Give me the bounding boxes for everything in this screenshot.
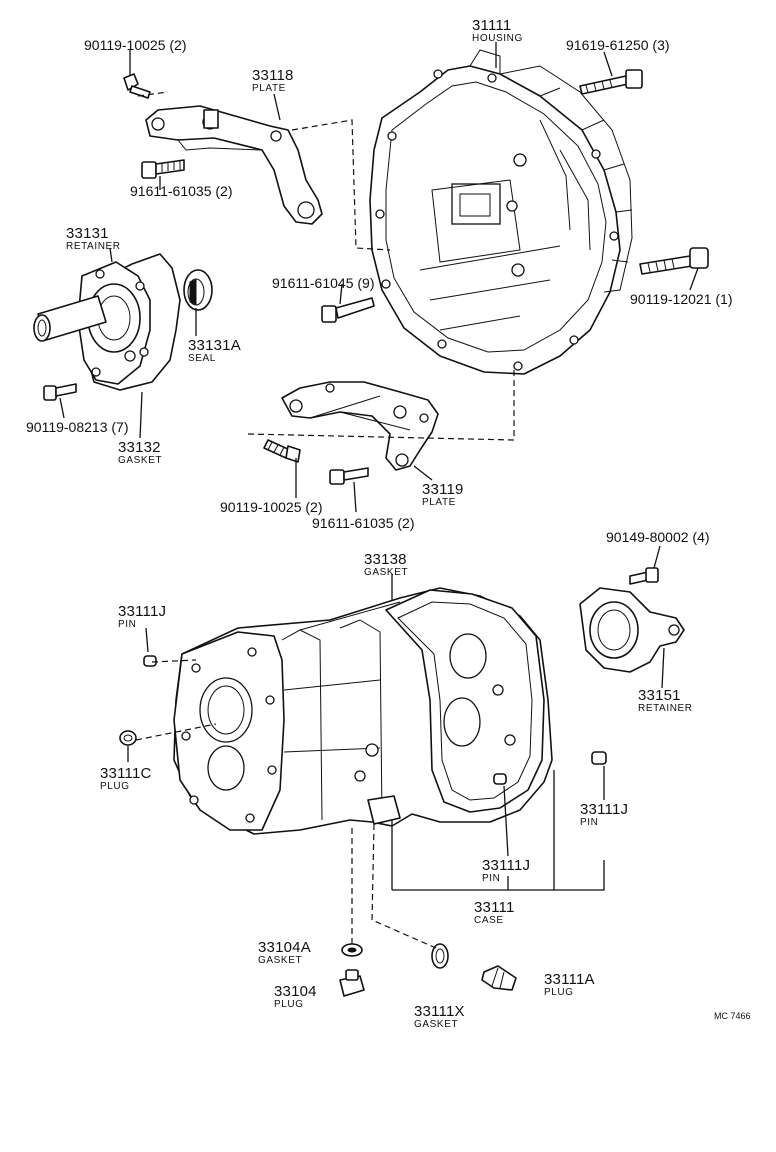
part-number: 33104A [258, 939, 311, 956]
label-bolt-91611-61045: 91611-61045 (9) [272, 275, 375, 291]
pin-33111J-left-drawing [143, 655, 157, 667]
part-name: RETAINER [638, 703, 693, 714]
part-name: GASKET [118, 455, 163, 466]
retainer-33151-drawing [579, 587, 685, 673]
part-name: RETAINER [66, 241, 121, 252]
label-seal-33131A: 33131A SEAL [188, 338, 241, 364]
part-number: 33111C [100, 765, 152, 782]
label-pin-33111J-center: 33111J PIN [482, 858, 530, 884]
part-number: 33104 [274, 983, 317, 1000]
label-bolt-90119-08213: 90119-08213 (7) [26, 419, 129, 435]
part-name: PLUG [544, 987, 574, 998]
gasket-33111X-drawing [431, 943, 449, 969]
part-name: PLATE [422, 497, 456, 508]
part-number: 33111J [580, 801, 629, 818]
part-number: 33111J [482, 857, 531, 874]
part-number: 33132 [118, 439, 161, 456]
part-name: GASKET [414, 1019, 459, 1030]
part-number: 33131A [188, 337, 241, 354]
bolt-91611-61035-mid-drawing [329, 467, 369, 485]
label-gasket-33104A: 33104A GASKET [258, 940, 311, 966]
label-plate-33118: 33118 PLATE [252, 68, 294, 94]
bolt-90119-08213-drawing [43, 383, 77, 401]
label-bolt-91611-61035-mid: 91611-61035 (2) [312, 515, 415, 531]
plug-33104-drawing [339, 969, 365, 997]
part-number: 33111A [544, 971, 595, 988]
label-bolt-90119-10025-top: 90119-10025 (2) [84, 37, 187, 53]
label-bolt-91619-61250: 91619-61250 (3) [566, 37, 670, 53]
part-name: SEAL [188, 353, 216, 364]
part-number: 33111 [474, 899, 515, 916]
label-housing: 31111 HOUSING [472, 18, 523, 44]
part-name: CASE [474, 915, 504, 926]
plug-33111C-drawing [119, 730, 137, 746]
retainer-33131-drawing [33, 253, 181, 391]
part-name: PLATE [252, 83, 286, 94]
label-bolt-90119-12021: 90119-12021 (1) [630, 291, 733, 307]
seal-33131A-drawing [183, 269, 213, 311]
plate-33119-drawing [281, 381, 439, 471]
label-bolt-91611-61035-top: 91611-61035 (2) [130, 183, 233, 199]
plate-33118-drawing [145, 105, 323, 225]
label-pin-33111J-right: 33111J PIN [580, 802, 628, 828]
pin-33111J-right-drawing [591, 751, 607, 765]
plug-33111A-drawing [481, 965, 517, 991]
label-retainer-33151: 33151 RETAINER [638, 688, 693, 714]
gasket-33104A-drawing [341, 943, 363, 957]
bolt-91611-61035-top-drawing [141, 159, 185, 179]
part-number: 31111 [472, 17, 512, 34]
label-gasket-33132: 33132 GASKET [118, 440, 162, 466]
part-number: 33151 [638, 687, 681, 704]
part-name: GASKET [258, 955, 303, 966]
part-number: 33131 [66, 225, 109, 242]
alignment-lines [135, 91, 515, 949]
label-pin-33111J-left: 33111J PIN [118, 604, 166, 630]
bolt-90119-10025-top-drawing [123, 73, 151, 99]
label-bolt-90119-10025-mid: 90119-10025 (2) [220, 499, 323, 515]
pin-33111J-center-drawing [493, 773, 507, 785]
part-name: PIN [118, 619, 137, 630]
bolt-91611-61045-drawing [321, 297, 375, 323]
bolt-90149-80002-drawing [629, 567, 659, 585]
label-plug-33111A: 33111A PLUG [544, 972, 595, 998]
label-gasket-33138: 33138 GASKET [364, 552, 408, 578]
leader-lines [59, 42, 699, 891]
transmission-case-drawing [173, 587, 553, 835]
part-name: PLUG [100, 781, 130, 792]
part-number: 33138 [364, 551, 407, 568]
label-bolt-90149-80002: 90149-80002 (4) [606, 529, 710, 545]
bolt-91619-61250-drawing [579, 69, 643, 95]
part-name: GASKET [364, 567, 409, 578]
bolt-90119-12021-drawing [639, 247, 709, 275]
label-plug-33111C: 33111C PLUG [100, 766, 152, 792]
bolt-90119-10025-mid-drawing [263, 439, 301, 463]
label-plate-33119: 33119 PLATE [422, 482, 464, 508]
label-case-33111: 33111 CASE [474, 900, 515, 926]
part-name: HOUSING [472, 33, 523, 44]
label-plug-33104: 33104 PLUG [274, 984, 317, 1010]
part-number: 33118 [252, 67, 294, 84]
part-number: 33111X [414, 1003, 465, 1020]
part-name: PIN [482, 873, 501, 884]
diagram-code: MC 7466 [714, 1011, 751, 1021]
part-name: PIN [580, 817, 599, 828]
part-name: PLUG [274, 999, 304, 1010]
label-gasket-33111X: 33111X GASKET [414, 1004, 465, 1030]
part-number: 33119 [422, 481, 464, 498]
label-retainer-33131: 33131 RETAINER [66, 226, 121, 252]
part-number: 33111J [118, 603, 167, 620]
clutch-housing-drawing [369, 49, 633, 375]
